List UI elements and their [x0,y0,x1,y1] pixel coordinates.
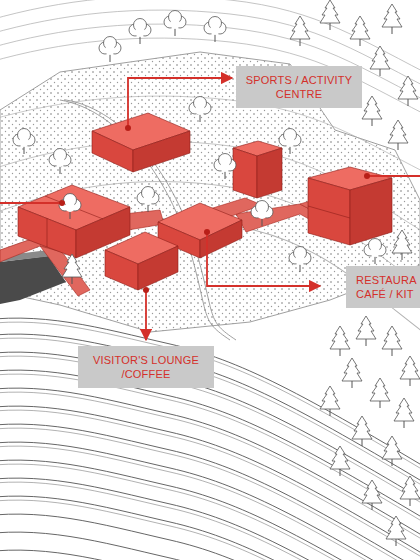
callout-text: RESTAURA CAFÉ / KIT [356,273,420,301]
callout-text: SPORTS / ACTIVITY CENTRE [242,73,356,101]
callout-text: VISITOR'S LOUNGE /COFFEE [84,353,208,381]
callout-box: RESTAURA CAFÉ / KIT [346,266,420,308]
callout-box: SPORTS / ACTIVITY CENTRE [236,66,362,108]
callout-box: VISITOR'S LOUNGE /COFFEE [78,346,214,388]
